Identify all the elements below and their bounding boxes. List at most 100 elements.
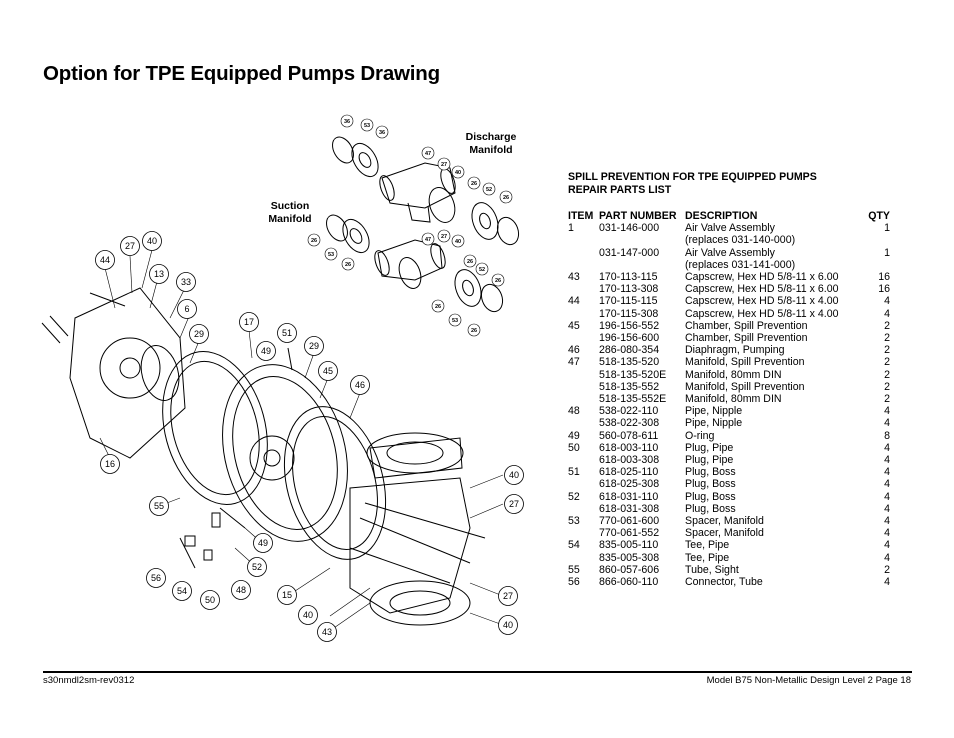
row-qty: 4 bbox=[884, 527, 890, 540]
col-part-number: PART NUMBER bbox=[599, 210, 677, 222]
svg-text:26: 26 bbox=[311, 238, 317, 244]
exploded-drawing: 44 27 40 13 33 6 29 17 51 49 29 45 46 16… bbox=[41, 114, 524, 642]
callout-s-26c: 26 bbox=[307, 233, 321, 247]
callout-s-40b: 40 bbox=[451, 234, 465, 248]
row-item: 52 bbox=[568, 490, 580, 503]
row-description: Manifold, 80mm DIN bbox=[685, 393, 782, 406]
svg-text:40: 40 bbox=[455, 239, 461, 245]
svg-text:16: 16 bbox=[105, 459, 115, 469]
discharge-manifold-body bbox=[381, 162, 456, 209]
col-description: DESCRIPTION bbox=[685, 210, 758, 222]
row-part-number: 770-061-552 bbox=[599, 527, 660, 540]
row-description: Capscrew, Hex HD 5/8-11 x 4.00 bbox=[685, 295, 839, 308]
parts-table-header: ITEM PART NUMBER DESCRIPTION QTY bbox=[568, 210, 890, 222]
callout-40c: 40 bbox=[298, 605, 318, 625]
row-part-number: 835-005-110 bbox=[599, 539, 659, 552]
callout-s-26b: 26 bbox=[499, 190, 513, 204]
callout-13: 13 bbox=[149, 264, 169, 284]
svg-text:54: 54 bbox=[177, 586, 187, 596]
suction-oring-left bbox=[326, 214, 348, 242]
row-qty: 4 bbox=[884, 515, 890, 528]
row-item: 45 bbox=[568, 319, 580, 332]
center-section-plate bbox=[69, 287, 186, 459]
row-qty: 4 bbox=[884, 551, 890, 564]
svg-text:13: 13 bbox=[154, 269, 164, 279]
row-description: Chamber, Spill Prevention bbox=[685, 332, 808, 345]
row-description: Pipe, Nipple bbox=[685, 405, 743, 418]
table-row: (replaces 031-141-000) bbox=[568, 259, 890, 271]
discharge-spacer-right bbox=[471, 202, 499, 240]
svg-text:49: 49 bbox=[261, 346, 271, 356]
row-qty: 2 bbox=[884, 368, 890, 381]
callout-s-40a: 40 bbox=[451, 165, 465, 179]
row-description: Plug, Boss bbox=[685, 466, 736, 479]
row-qty: 4 bbox=[884, 466, 890, 479]
svg-text:53: 53 bbox=[452, 318, 458, 324]
row-qty: 2 bbox=[884, 319, 890, 332]
row-qty: 4 bbox=[884, 405, 890, 418]
callout-45: 45 bbox=[318, 361, 338, 381]
footer-page-info: Model B75 Non-Metallic Design Level 2 Pa… bbox=[706, 675, 911, 686]
svg-text:36: 36 bbox=[344, 119, 350, 125]
suction-spacer-right bbox=[454, 269, 482, 307]
parts-table: ITEM PART NUMBER DESCRIPTION QTY 1 031-14… bbox=[568, 210, 890, 588]
row-part-number: 770-061-600 bbox=[599, 515, 660, 528]
callout-s-26g: 26 bbox=[431, 299, 445, 313]
row-item: 46 bbox=[568, 344, 580, 357]
row-item bbox=[568, 259, 599, 271]
row-part-number: 170-115-308 bbox=[599, 307, 659, 320]
row-part-number: 031-146-000 bbox=[599, 222, 660, 235]
row-item: 54 bbox=[568, 539, 580, 552]
callout-s-26e: 26 bbox=[463, 254, 477, 268]
row-qty bbox=[867, 259, 890, 271]
row-description: Capscrew, Hex HD 5/8-11 x 4.00 bbox=[685, 307, 839, 320]
diaphragm-left bbox=[162, 351, 268, 505]
svg-text:53: 53 bbox=[364, 123, 370, 129]
svg-text:26: 26 bbox=[471, 181, 477, 187]
footer-rule bbox=[43, 671, 912, 673]
row-description: (replaces 031-141-000) bbox=[685, 258, 796, 271]
row-qty: 2 bbox=[884, 332, 890, 345]
row-part-number: 170-115-115 bbox=[599, 295, 658, 308]
callout-54: 54 bbox=[172, 581, 192, 601]
spill-chamber-housing bbox=[349, 477, 471, 614]
svg-text:51: 51 bbox=[282, 328, 292, 338]
callout-s-27a: 27 bbox=[437, 157, 451, 171]
manifold-suction-flange bbox=[369, 580, 471, 626]
row-part-number: 031-147-000 bbox=[599, 246, 660, 259]
row-item bbox=[568, 283, 599, 295]
callout-s-36b: 36 bbox=[375, 125, 389, 139]
callout-s-26f: 26 bbox=[491, 273, 505, 287]
callout-44: 44 bbox=[95, 250, 115, 270]
callout-s-52b: 52 bbox=[475, 262, 489, 276]
callout-s-53b: 53 bbox=[324, 247, 338, 261]
callout-s-53a: 53 bbox=[360, 118, 374, 132]
row-qty: 16 bbox=[878, 283, 890, 296]
row-item: 49 bbox=[568, 429, 580, 442]
table-row: (replaces 031-140-000) bbox=[568, 234, 890, 246]
row-description: Manifold, 80mm DIN bbox=[685, 368, 782, 381]
col-item: ITEM bbox=[568, 210, 594, 222]
row-part-number: 286-080-354 bbox=[599, 344, 660, 357]
svg-text:33: 33 bbox=[181, 277, 191, 287]
row-description: Connector, Tube bbox=[685, 576, 763, 589]
svg-text:47: 47 bbox=[425, 151, 431, 157]
svg-text:6: 6 bbox=[184, 304, 189, 314]
svg-text:45: 45 bbox=[323, 366, 333, 376]
svg-text:52: 52 bbox=[479, 267, 485, 273]
svg-text:17: 17 bbox=[244, 317, 254, 327]
row-description: Plug, Pipe bbox=[685, 454, 734, 467]
callout-40d: 40 bbox=[498, 615, 518, 635]
callout-56: 56 bbox=[146, 568, 166, 588]
row-part-number bbox=[599, 259, 685, 271]
row-item bbox=[568, 393, 599, 405]
svg-text:26: 26 bbox=[495, 278, 501, 284]
row-item: 1 bbox=[568, 222, 574, 235]
